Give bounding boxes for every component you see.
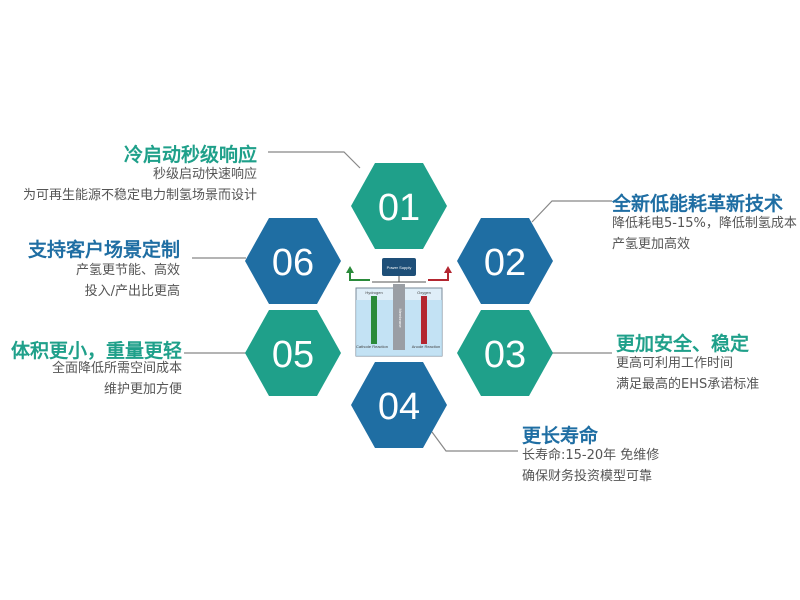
svg-text:Oxygen: Oxygen [417,290,431,295]
feature-02-line-2: 产氢更加高效 [612,237,691,252]
hex-03: 03 [457,310,553,396]
svg-text:02: 02 [484,242,526,284]
hex-01: 01 [351,163,447,249]
svg-text:Anode Reaction: Anode Reaction [412,344,440,349]
feature-03-title: 更加安全、稳定 [616,333,750,355]
feature-03-desc: 更高可利用工作时间 满足最高的EHS承诺标准 [616,353,759,395]
feature-05-desc: 全面降低所需空间成本 维护更加方便 [52,358,182,400]
svg-text:03: 03 [484,334,526,376]
electrolyzer-illustration: Power Supply Membrane Hydrogen Oxygen Ca… [346,258,452,357]
svg-text:05: 05 [272,334,314,376]
feature-05-title: 体积更小，重量更轻 [10,340,182,362]
svg-text:04: 04 [378,386,420,428]
hex-02: 02 [457,218,553,304]
svg-text:01: 01 [378,187,420,229]
connector-01 [268,151,361,169]
feature-06-line-2: 投入/产出比更高 [84,284,180,299]
feature-04-title: 更长寿命 [522,425,599,447]
feature-05-line-1: 全面降低所需空间成本 [51,361,182,376]
cathode-electrode [371,296,377,344]
hex-05: 05 [245,310,341,396]
feature-04-line-1: 长寿命:15-20年 免维修 [522,448,660,463]
feature-03-line-2: 满足最高的EHS承诺标准 [616,377,760,392]
feature-06-title: 支持客户场景定制 [27,239,180,261]
feature-02-line-1: 降低耗电5-15%，降低制氢成本 [612,216,797,231]
feature-06-line-1: 产氢更节能、高效 [75,263,180,278]
feature-01-line-2: 为可再生能源不稳定电力制氢场景而设计 [22,188,257,203]
svg-text:Cathode Reaction: Cathode Reaction [356,344,388,349]
membrane [393,284,405,350]
hex-06: 06 [245,218,341,304]
feature-06-desc: 产氢更节能、高效 投入/产出比更高 [76,260,180,302]
svg-text:Membrane: Membrane [398,308,403,328]
feature-01-line-1: 秒级启动快速响应 [152,167,257,182]
feature-05-line-2: 维护更加方便 [103,382,182,397]
hydrogen-arrow-icon [349,272,370,281]
feature-03-line-1: 更高可利用工作时间 [616,356,734,371]
feature-04-line-2: 确保财务投资模型可靠 [522,469,653,484]
oxygen-arrow-icon [428,272,449,281]
power-supply-box [382,258,416,276]
connector-02 [531,200,612,223]
svg-text:Hydrogen: Hydrogen [365,290,382,295]
anode-electrode [421,296,427,344]
hex-04: 04 [351,362,447,448]
feature-01-title: 冷启动秒级响应 [123,144,257,166]
feature-02-title: 全新低能耗革新技术 [612,193,784,215]
feature-02-desc: 降低耗电5-15%，降低制氢成本 产氢更加高效 [612,213,797,255]
feature-04-desc: 长寿命:15-20年 免维修 确保财务投资模型可靠 [522,445,659,487]
connector-04 [431,431,518,452]
feature-01-desc: 秒级启动快速响应 为可再生能源不稳定电力制氢场景而设计 [23,164,257,206]
svg-text:06: 06 [272,242,314,284]
power-supply-label: Power Supply [387,265,412,270]
